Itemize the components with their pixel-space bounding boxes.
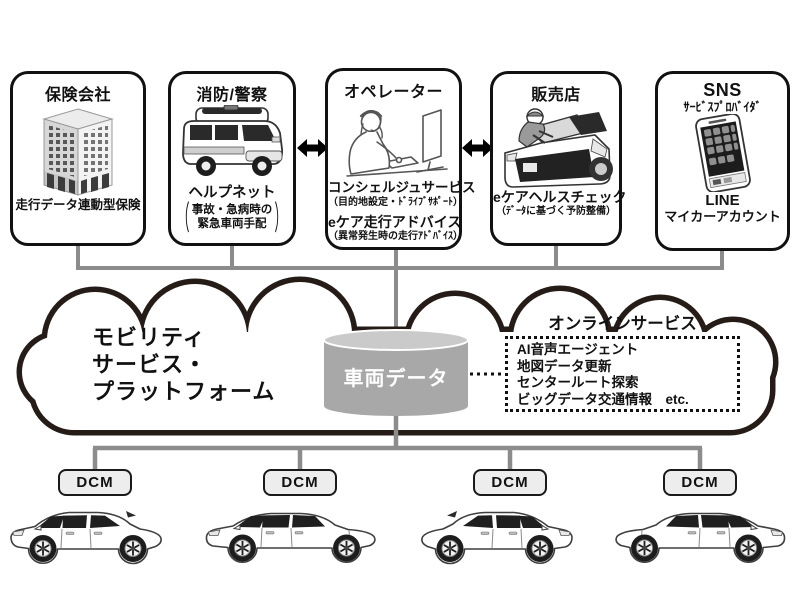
operator-service2: eケア走行アドバイス — [328, 214, 462, 230]
sns-box: SNS ｻｰﾋﾞｽﾌﾟﾛﾊﾞｲﾀﾞ — [655, 71, 790, 251]
dcm-box-1: DCM — [58, 469, 132, 496]
smartphone-icon — [658, 114, 787, 192]
sns-line1: LINE — [705, 192, 740, 209]
vehicle-data-label: 車両データ — [343, 368, 449, 390]
ambulance-icon — [171, 105, 293, 181]
dealer-note: （ﾃﾞｰﾀに基づく予防整備） — [496, 206, 616, 217]
car-2-sedan — [206, 514, 374, 563]
dcm-box-4: DCM — [663, 469, 737, 496]
dealer-service: eケアヘルスチェック — [493, 189, 627, 205]
car-1-hatchback — [11, 511, 161, 564]
emergency-note: （ 事故・急病時の 緊急車両手配 ） — [171, 201, 293, 238]
emergency-service: ヘルプネット — [188, 185, 276, 201]
operator-note2: （異常発生時の走行ｱﾄﾞﾊﾞｲｽ） — [328, 231, 463, 242]
car-3-hatchback — [422, 511, 572, 564]
emergency-box: 消防/警察 ヘルプネット （ 事故・急病時の 緊急車両手配 — [168, 71, 296, 246]
dcm-label: DCM — [281, 474, 319, 491]
mechanic-car-icon — [493, 105, 619, 189]
platform-line1: モビリティ — [92, 325, 206, 350]
car-4-sedan — [616, 514, 784, 563]
sns-line2: マイカーアカウント — [664, 209, 781, 224]
operator-title: オペレーター — [343, 84, 443, 101]
platform-line3: プラットフォーム — [92, 379, 276, 404]
dcm-box-2: DCM — [263, 469, 337, 496]
operator-note1: （目的地設定・ﾄﾞﾗｲﾌﾞｻﾎﾟｰﾄ） — [328, 197, 463, 208]
bottom-connector-lines — [92, 412, 703, 470]
operator-at-desk-icon — [328, 102, 459, 180]
dcm-label: DCM — [76, 474, 114, 491]
insurance-box: 保険会社 — [10, 71, 146, 246]
bracket-open: （ — [177, 200, 190, 238]
office-building-icon — [13, 105, 143, 197]
arrow-emergency-operator — [297, 139, 328, 157]
insurance-title: 保険会社 — [44, 87, 111, 104]
top-connector-lines — [76, 245, 724, 332]
online-services-title: オンラインサービス — [548, 315, 697, 333]
platform-label: モビリティ サービス・ プラットフォーム — [92, 324, 275, 405]
emergency-note-line2: 緊急車両手配 — [197, 218, 267, 230]
sns-title: SNS — [703, 80, 742, 100]
online-item: センタールート探索 — [517, 375, 639, 390]
insurance-label: 走行データ連動型保険 — [15, 198, 141, 212]
bracket-close: ） — [274, 200, 287, 238]
dcm-box-3: DCM — [473, 469, 547, 496]
dealer-title: 販売店 — [531, 87, 581, 104]
dcm-label: DCM — [681, 474, 719, 491]
arrow-operator-dealer — [462, 139, 493, 157]
online-item: AI音声エージェント — [517, 342, 639, 357]
vehicle-data-cylinder — [323, 329, 469, 416]
dcm-label: DCM — [491, 474, 529, 491]
operator-box: オペレーター コンシェルジュサービス （目的地設定・ﾄﾞﾗ — [325, 68, 476, 250]
online-item: 地図データ更新 — [517, 358, 612, 374]
online-services-box: AI音声エージェント 地図データ更新 センタールート探索 ビッグデータ交通情報 … — [505, 336, 740, 412]
dealer-box: 販売店 eケアヘルスチェック （ﾃﾞｰﾀに基づく予防整備） — [490, 71, 627, 246]
emergency-note-line1: 事故・急病時の — [191, 204, 273, 216]
online-item: ビッグデータ交通情報 etc. — [517, 391, 689, 407]
cloud-fill — [22, 282, 773, 430]
sns-subtitle: ｻｰﾋﾞｽﾌﾟﾛﾊﾞｲﾀﾞ — [683, 100, 762, 114]
platform-line2: サービス・ — [92, 352, 208, 377]
operator-service1: コンシェルジュサービス — [328, 180, 476, 195]
emergency-title: 消防/警察 — [196, 87, 268, 104]
